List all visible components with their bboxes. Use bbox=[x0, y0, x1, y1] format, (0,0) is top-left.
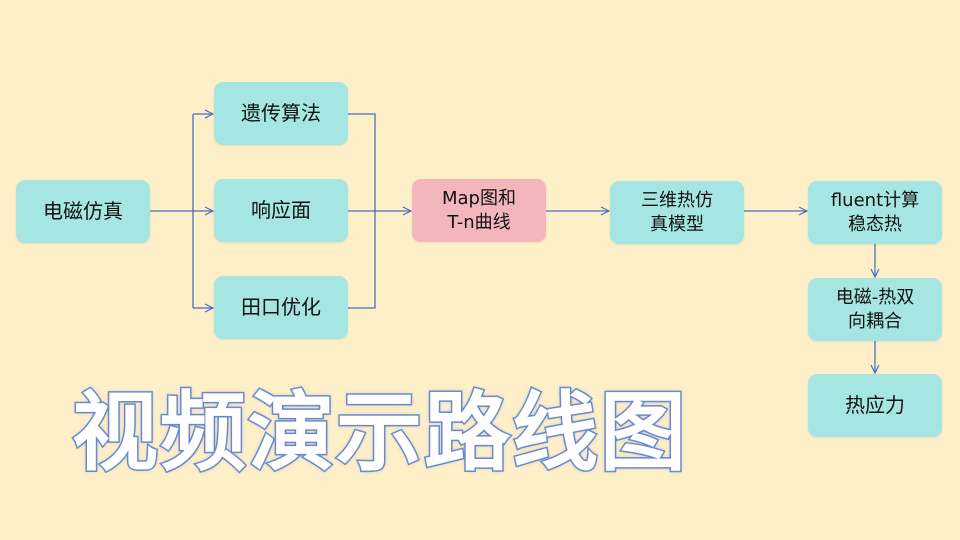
node-em-thermal-coupling: 电磁-热双向耦合 bbox=[808, 278, 942, 341]
node-label: fluent计算 bbox=[830, 189, 920, 211]
node-label: T-n曲线 bbox=[447, 211, 511, 233]
node-response-surface: 响应面 bbox=[214, 179, 348, 242]
node-label: 三维热仿 bbox=[641, 189, 713, 211]
page-title: 视频演示路线图 bbox=[71, 382, 688, 485]
node-label: 电磁仿真 bbox=[43, 199, 123, 223]
node-label: 电磁-热双 bbox=[835, 286, 915, 308]
node-fluent-steady-thermal: fluent计算稳态热 bbox=[808, 181, 942, 244]
node-label: 真模型 bbox=[650, 213, 704, 235]
node-label: Map图和 bbox=[442, 187, 516, 209]
node-label: 稳态热 bbox=[847, 213, 902, 235]
node-label: 响应面 bbox=[251, 198, 311, 222]
node-genetic-algorithm: 遗传算法 bbox=[214, 82, 348, 145]
node-taguchi: 田口优化 bbox=[214, 276, 348, 339]
node-label: 向耦合 bbox=[848, 310, 902, 332]
node-label: 遗传算法 bbox=[241, 101, 321, 125]
node-label: 田口优化 bbox=[241, 295, 321, 319]
node-3d-thermal-model: 三维热仿真模型 bbox=[610, 181, 744, 244]
node-thermal-stress: 热应力 bbox=[808, 374, 942, 437]
node-label: 热应力 bbox=[845, 393, 905, 417]
node-em-simulation: 电磁仿真 bbox=[16, 180, 150, 243]
